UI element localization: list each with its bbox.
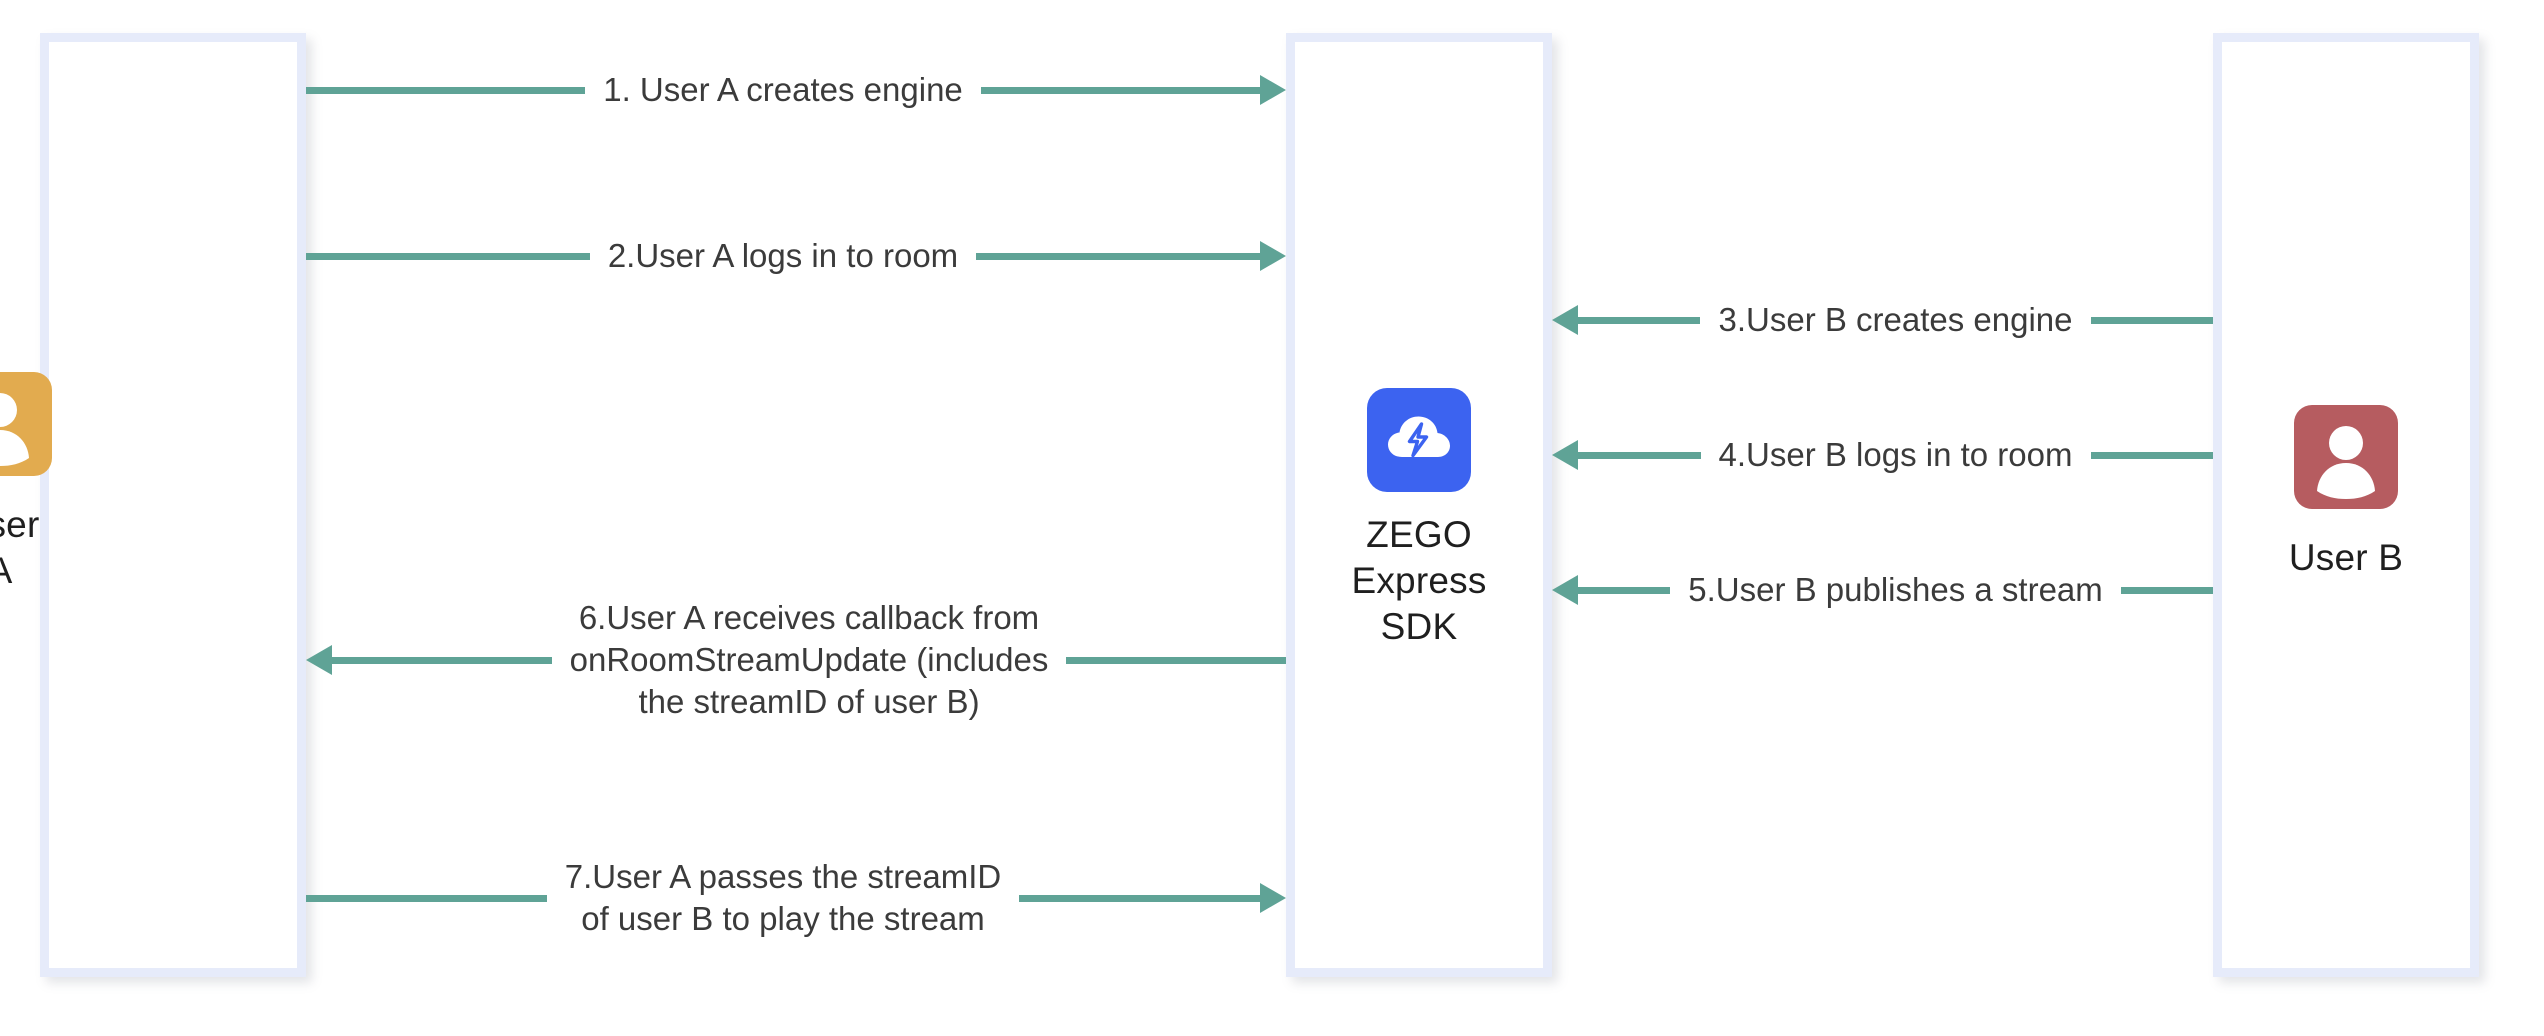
user-avatar-icon	[0, 372, 52, 476]
actor-label-user-a: User A	[0, 504, 40, 591]
arrow-line-left	[306, 252, 590, 260]
arrow-line-right	[1066, 656, 1286, 664]
arrowhead-left-icon	[1552, 575, 1578, 605]
message-label-6: 6.User A receives callback from onRoomSt…	[569, 599, 1049, 720]
arrow-line-right	[2090, 451, 2214, 459]
arrowhead-left-icon	[1552, 305, 1578, 335]
arrow-line-right	[2090, 316, 2213, 324]
message-label-4: 4.User B logs in to room	[1718, 436, 2073, 473]
arrowhead-right-icon	[1260, 75, 1286, 105]
user-avatar-icon	[2294, 405, 2398, 509]
arrow-line-left	[1578, 451, 1701, 459]
lifeline-user-a	[40, 33, 306, 977]
arrow-line-left	[1578, 586, 1671, 594]
lane-content-sdk: ZEGO Express SDK	[1286, 33, 1552, 977]
arrow-line-left	[1578, 316, 1701, 324]
actor-label-user-b: User B	[2288, 537, 2404, 578]
arrowhead-left-icon	[1552, 440, 1578, 470]
lifeline-zego-express-sdk	[1286, 33, 1552, 977]
actor-label-zego-express-sdk: ZEGO Express SDK	[1351, 514, 1487, 647]
arrow-line-left	[306, 86, 586, 94]
message-label-7: 7.User A passes the streamID of user B t…	[564, 858, 1002, 937]
arrow-line-right	[980, 86, 1260, 94]
zego-cloud-bolt-logo-icon	[1367, 388, 1471, 492]
actor-zego-express-sdk: ZEGO Express SDK	[1286, 388, 1552, 650]
arrow-line-right	[976, 252, 1260, 260]
message-label-2: 2.User A logs in to room	[607, 237, 959, 274]
arrow-line-left	[306, 894, 547, 902]
message-label-3: 3.User B creates engine	[1718, 301, 2073, 338]
arrowhead-left-icon	[306, 645, 332, 675]
arrow-line-left	[332, 656, 552, 664]
arrow-line-right	[1019, 894, 1260, 902]
message-label-1: 1. User A creates engine	[603, 71, 963, 108]
lane-content-user-b: User B	[2213, 33, 2479, 977]
arrowhead-right-icon	[1260, 883, 1286, 913]
arrowhead-right-icon	[1260, 241, 1286, 271]
arrow-line-right	[2120, 586, 2214, 594]
actor-user-b: User B	[2213, 405, 2479, 581]
message-label-5: 5.User B publishes a stream	[1688, 571, 2103, 608]
